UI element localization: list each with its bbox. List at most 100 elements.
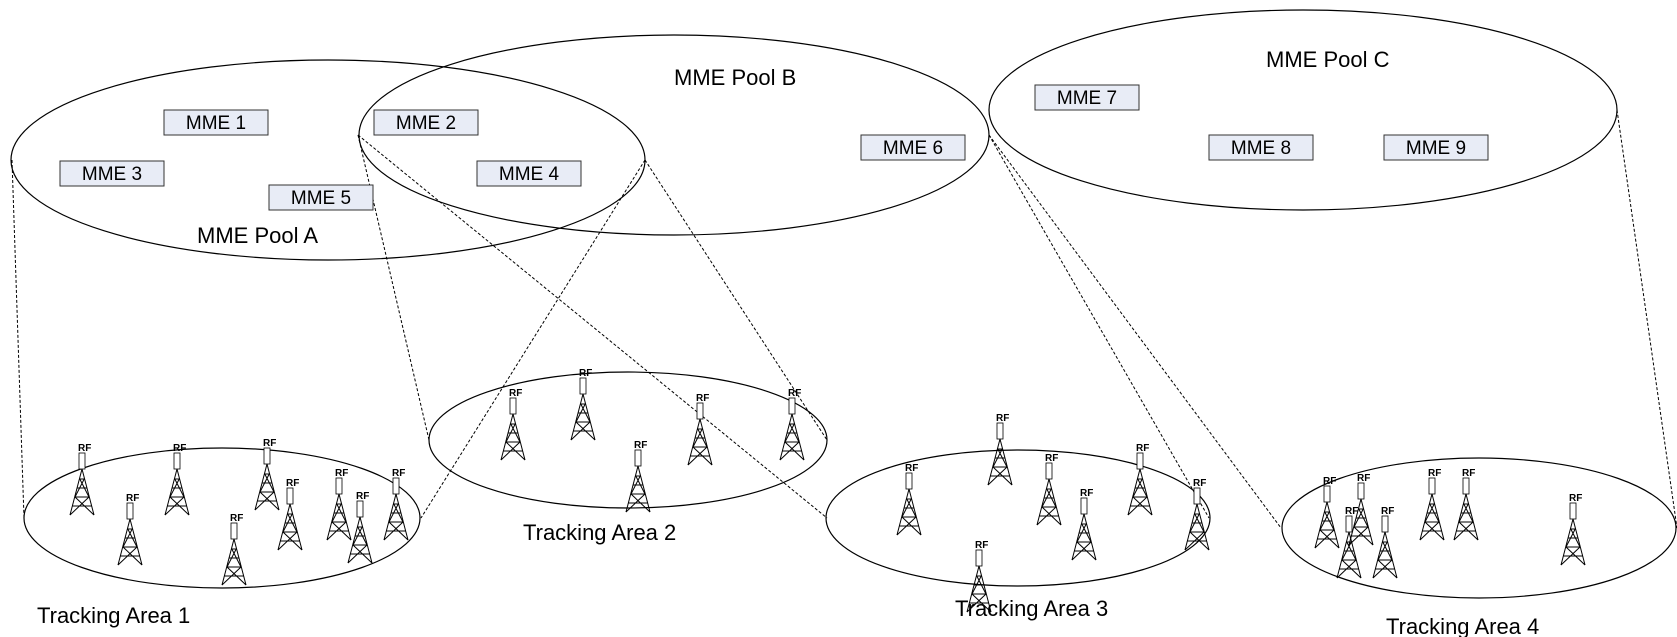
ta-2-ellipse [428,371,828,509]
pool-links [11,109,1677,529]
ta-4-ellipse [1281,457,1677,599]
pool-c-label: MME Pool C [1266,47,1390,72]
link-poolB-ta4-left [988,134,1282,529]
radio-tower-icon [1419,477,1445,541]
mme-box-7: MME 7 [1034,84,1140,111]
radio-tower-icon [117,502,143,566]
tower-rf-label: RF [1136,443,1149,454]
radio-tower-icon [1314,485,1340,549]
mme-box-4: MME 4 [476,160,582,187]
mme-box-3: MME 3 [59,160,165,187]
ta-1-tower-3: RF [164,443,190,516]
tower-rf-label: RF [905,463,918,474]
ta-3-tower-1: RF [896,463,922,536]
link-poolB-ta3-left [357,134,828,519]
radio-tower-icon [1036,462,1062,526]
ta-4-tower-2: RF [1336,506,1362,579]
ta-4-tower-7: RF [1560,493,1586,566]
radio-tower-icon [347,500,373,564]
radio-tower-icon [277,487,303,551]
radio-tower-icon [1071,497,1097,561]
radio-tower-icon [221,522,247,586]
tower-rf-label: RF [788,388,801,399]
ta-2-tower-2: RF [570,368,596,441]
ta-1-tower-1: RF [69,443,95,516]
ta-2-tower-5: RF [779,388,805,461]
mme-box-8: MME 8 [1208,134,1314,161]
radio-tower-icon [570,377,596,441]
ta-2-label: Tracking Area 2 [523,520,676,545]
mme-box-1: MME 1 [163,109,269,136]
radio-tower-icon [69,452,95,516]
radio-tower-icon [254,447,280,511]
radio-tower-icon [1336,515,1362,579]
radio-tower-icon [687,402,713,466]
radio-tower-icon [1560,502,1586,566]
tower-rf-label: RF [356,491,369,502]
tower-rf-label: RF [335,468,348,479]
ta-1-tower-4: RF [221,513,247,586]
ta-4-tower-4: RF [1372,506,1398,579]
pool-a-ellipse [10,59,646,261]
mme-label-6: MME 6 [883,138,943,159]
tower-rf-label: RF [1323,476,1336,487]
mme-box-9: MME 9 [1383,134,1489,161]
pool-a-label: MME Pool A [197,223,318,248]
ta-3-ellipse [825,449,1211,587]
ta-4-tower-5: RF [1419,468,1445,541]
tower-rf-label: RF [975,540,988,551]
radio-tower-icon [896,472,922,536]
radio-tower-icon [1372,515,1398,579]
mme-box-5: MME 5 [268,184,374,211]
link-poolA-ta1-left [11,159,25,519]
mme-box-2: MME 2 [373,109,479,136]
radio-tower-icon [987,422,1013,486]
radio-tower-icon [164,452,190,516]
tower-rf-label: RF [1080,488,1093,499]
mme-box-6: MME 6 [860,134,966,161]
radio-tower-icon [1184,487,1210,551]
tower-groups: RF RF RF RF RF RF RF RF RF RF RF RF RF RF RF RF RF RF RF RF… [69,368,1586,613]
tower-rf-label: RF [78,443,91,454]
pool-b-label: MME Pool B [674,65,796,90]
mme-label-3: MME 3 [82,164,142,185]
tower-rf-label: RF [286,478,299,489]
pool-c-ellipse [988,9,1618,211]
tower-rf-label: RF [263,438,276,449]
mme-label-1: MME 1 [186,113,246,134]
radio-tower-icon [779,397,805,461]
radio-tower-icon [1453,477,1479,541]
mme-label-8: MME 8 [1231,138,1291,159]
ta-3-tower-6: RF [1127,443,1153,516]
ta-4-tower-1: RF [1314,476,1340,549]
link-poolA-ta1-right [420,159,646,519]
radio-tower-icon [383,477,409,541]
ta-1-tower-5: RF [254,438,280,511]
ta-3-tower-4: RF [1036,453,1062,526]
tower-rf-label: RF [1345,506,1358,517]
mme-label-5: MME 5 [291,188,351,209]
ta-2-tower-4: RF [687,393,713,466]
ta-1-tower-9: RF [383,468,409,541]
ta-2-tower-1: RF [500,388,526,461]
mme-label-2: MME 2 [396,113,456,134]
ta-4-label: Tracking Area 4 [1386,614,1539,637]
mme-label-7: MME 7 [1057,88,1117,109]
tower-rf-label: RF [1193,478,1206,489]
link-poolC-ta4-right [1616,109,1677,529]
link-poolB-ta2-right [644,159,828,441]
tower-rf-label: RF [579,368,592,379]
mme-label-4: MME 4 [499,164,560,185]
tower-rf-label: RF [392,468,405,479]
radio-tower-icon [625,449,651,513]
radio-tower-icon [500,397,526,461]
tower-rf-label: RF [509,388,522,399]
pool-b-ellipse [358,34,990,236]
tower-rf-label: RF [1381,506,1394,517]
tower-rf-label: RF [1045,453,1058,464]
link-poolB-ta3-right [988,134,1210,519]
ta-1-tower-8: RF [347,491,373,564]
ta-4-tower-6: RF [1453,468,1479,541]
tower-rf-label: RF [1428,468,1441,479]
ta-1-ellipse [23,447,421,589]
